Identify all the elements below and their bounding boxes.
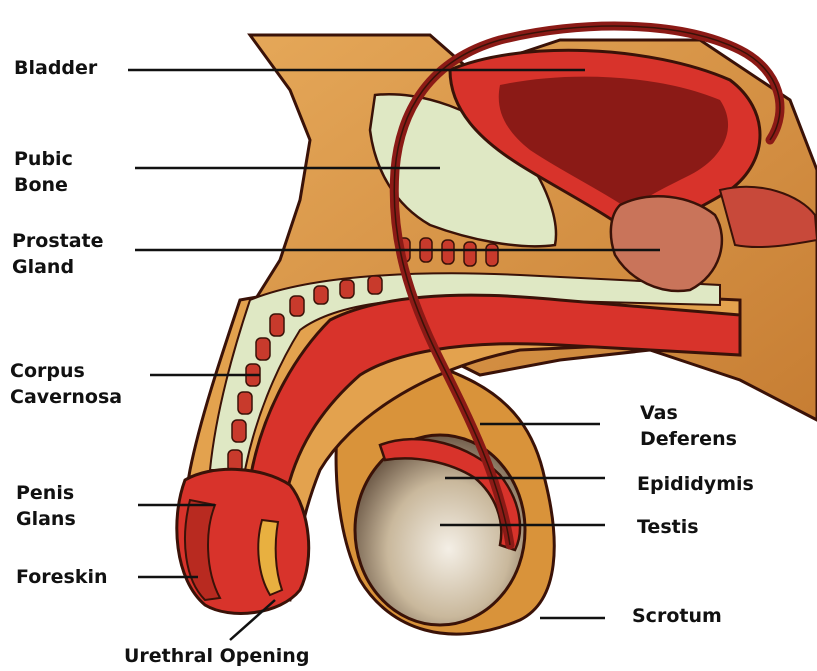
label-glans-line1: Penis — [16, 480, 76, 506]
label-prostate-line1: Prostate — [12, 228, 104, 254]
label-foreskin: Foreskin — [16, 564, 108, 590]
label-corpus-line2: Cavernosa — [10, 384, 122, 410]
label-pubic-bone-line1: Pubic — [14, 146, 73, 172]
label-testis: Testis — [637, 514, 699, 540]
label-urethral-opening: Urethral Opening — [124, 643, 309, 669]
label-pubic-bone: Pubic Bone — [14, 146, 73, 198]
label-glans-line2: Glans — [16, 506, 76, 532]
label-epididymis: Epididymis — [637, 471, 754, 497]
label-corpus-line1: Corpus — [10, 358, 122, 384]
label-bladder: Bladder — [14, 55, 97, 81]
label-vas-line2: Deferens — [640, 426, 737, 452]
label-corpus-cavernosa: Corpus Cavernosa — [10, 358, 122, 410]
label-vas-line1: Vas — [640, 400, 737, 426]
label-prostate-line2: Gland — [12, 254, 104, 280]
label-prostate-gland: Prostate Gland — [12, 228, 104, 280]
label-vas-deferens: Vas Deferens — [640, 400, 737, 452]
label-penis-glans: Penis Glans — [16, 480, 76, 532]
label-scrotum: Scrotum — [632, 603, 722, 629]
label-pubic-bone-line2: Bone — [14, 172, 73, 198]
